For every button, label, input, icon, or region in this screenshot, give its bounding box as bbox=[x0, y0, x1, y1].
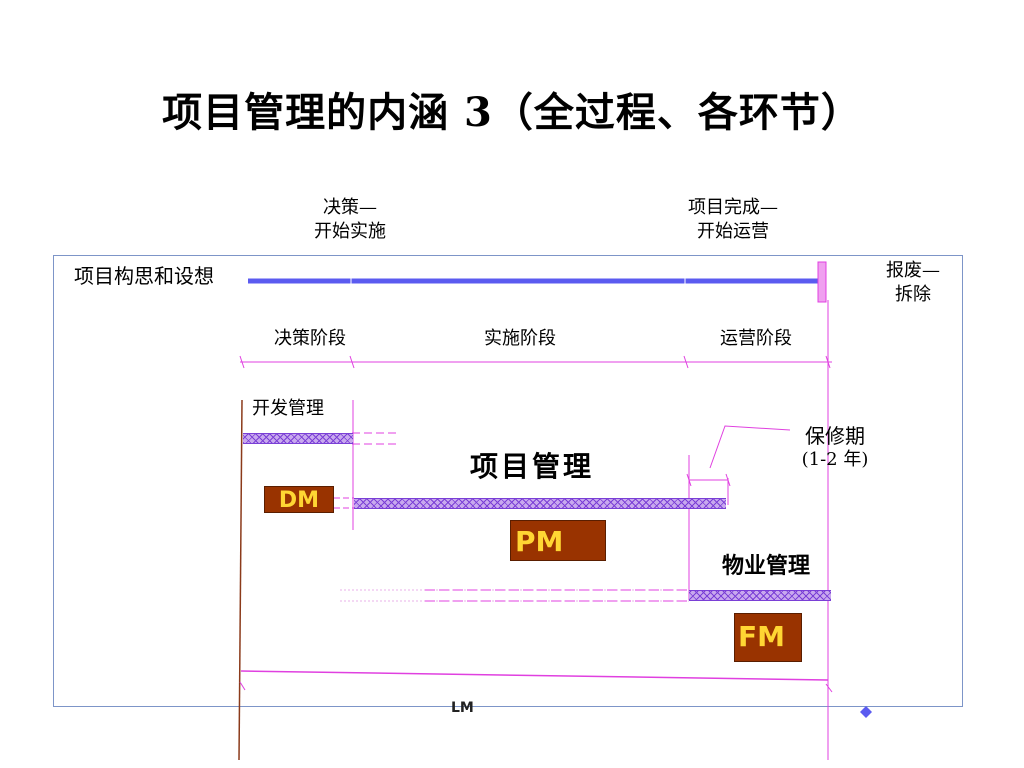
phase-tick-completion bbox=[683, 355, 689, 369]
lifecycle-left-boundary bbox=[238, 399, 243, 761]
warranty-tick-left bbox=[686, 473, 692, 487]
corner-diamond-marker bbox=[860, 706, 872, 718]
box-dm: DM bbox=[264, 486, 334, 513]
scrap-marker bbox=[817, 261, 827, 303]
milestone-concept: 项目构思和设想 bbox=[74, 264, 214, 288]
label-property-management: 物业管理 bbox=[722, 553, 811, 579]
phase-decision: 决策阶段 bbox=[274, 328, 346, 349]
bar-project-management bbox=[354, 498, 726, 509]
lm-tick-right bbox=[825, 683, 833, 693]
bar-development-management bbox=[243, 433, 353, 444]
milestone-completion-line1: 项目完成— bbox=[688, 197, 778, 218]
page-title: 项目管理的内涵 3（全过程、各环节） bbox=[162, 89, 862, 136]
milestone-decision-line2: 开始实施 bbox=[314, 221, 386, 242]
bar-property-management bbox=[689, 590, 831, 601]
milestone-scrap: 报废— 拆除 bbox=[868, 259, 958, 307]
label-lm: LM bbox=[451, 700, 474, 716]
milestone-completion: 项目完成— 开始运营 bbox=[668, 196, 798, 244]
phase-implementation: 实施阶段 bbox=[484, 328, 556, 349]
milestone-scrap-line2: 拆除 bbox=[895, 284, 931, 305]
milestone-decision-line1: 决策— bbox=[323, 197, 377, 218]
box-pm: PM bbox=[510, 520, 606, 561]
label-project-management: 项目管理 bbox=[470, 450, 595, 483]
label-warranty-line1: 保修期 bbox=[805, 424, 865, 448]
milestone-decision: 决策— 开始实施 bbox=[290, 196, 410, 244]
label-development-management: 开发管理 bbox=[252, 398, 324, 419]
phase-tick-decision bbox=[349, 355, 355, 369]
milestone-scrap-line1: 报废— bbox=[886, 260, 940, 281]
box-fm: FM bbox=[734, 613, 802, 662]
lm-tick-left bbox=[239, 681, 246, 691]
label-warranty: 保修期 (1-2 年) bbox=[780, 424, 890, 472]
phase-tick-start bbox=[239, 355, 245, 369]
diagram-frame bbox=[53, 255, 963, 707]
warranty-callout bbox=[709, 425, 791, 469]
label-warranty-line2: (1-2 年) bbox=[801, 449, 869, 470]
phase-operation: 运营阶段 bbox=[720, 328, 792, 349]
lm-line bbox=[240, 670, 829, 681]
milestone-completion-line2: 开始运营 bbox=[697, 221, 769, 242]
